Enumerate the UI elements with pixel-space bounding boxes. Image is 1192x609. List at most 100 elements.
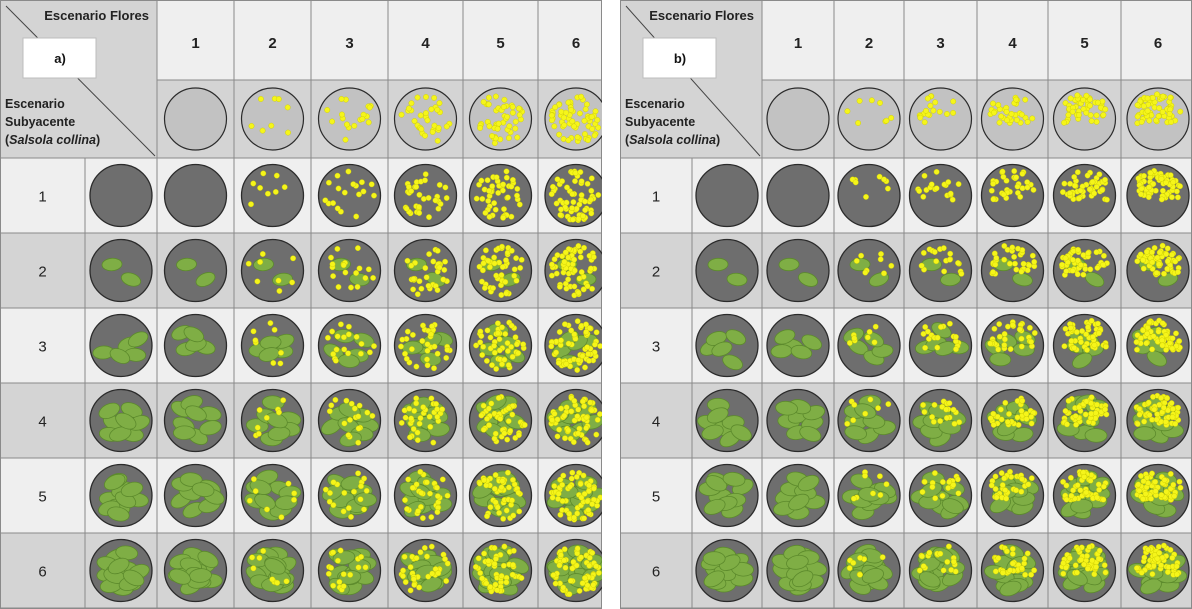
flower-dot — [1096, 171, 1103, 178]
column-label: 4 — [1008, 35, 1017, 52]
flower-dot — [1100, 112, 1107, 118]
flower-dot — [1134, 258, 1141, 265]
flower-dot — [562, 249, 569, 256]
flower-dot — [1018, 343, 1025, 350]
flower-dot — [1170, 406, 1176, 412]
flower-scenario-circle — [908, 87, 973, 151]
flower-dot — [1095, 481, 1102, 488]
flower-dot — [846, 565, 853, 571]
flower-dot — [518, 256, 525, 263]
flower-dot — [555, 359, 562, 366]
flower-dot — [512, 334, 519, 341]
flower-dot — [515, 489, 522, 496]
flower-dot — [505, 135, 512, 141]
scenario-cell-circle — [1052, 463, 1117, 528]
flower-dot — [934, 344, 941, 351]
leaf-shape — [98, 402, 121, 420]
flower-dot — [478, 177, 485, 184]
flower-dot — [929, 484, 936, 490]
flower-dot — [582, 575, 588, 581]
flower-dot — [500, 562, 507, 569]
flower-dot — [1134, 102, 1141, 109]
flower-dot — [257, 184, 263, 191]
flower-dot — [431, 343, 438, 350]
flower-dot — [503, 174, 510, 181]
flower-dot — [562, 321, 568, 328]
flower-dot — [434, 509, 441, 515]
flower-dot — [872, 323, 879, 330]
flower-dot — [931, 249, 938, 255]
flower-dot — [1103, 411, 1110, 418]
flower-dot — [571, 397, 578, 404]
flower-dot — [425, 194, 432, 201]
scenario-cell-circle — [766, 313, 830, 378]
flower-dot — [504, 113, 510, 120]
flower-dot — [501, 430, 508, 437]
flower-dot — [334, 557, 341, 564]
flower-dot — [575, 215, 582, 222]
flower-dot — [518, 575, 525, 581]
scenario-cell-circle — [544, 388, 602, 453]
flower-dot — [1156, 105, 1163, 112]
flower-dot — [285, 129, 291, 136]
flower-dot — [1031, 567, 1037, 574]
flower-dot — [500, 181, 506, 188]
row-label: 6 — [652, 564, 660, 581]
flower-dot — [883, 481, 890, 488]
scenario-cell-circle — [89, 388, 153, 453]
flower-dot — [1149, 346, 1155, 353]
flower-dot — [1067, 324, 1074, 331]
scenario-cell-circle — [1126, 463, 1190, 528]
flower-dot — [933, 258, 940, 265]
flower-dot — [478, 412, 485, 419]
flower-dot — [426, 251, 432, 258]
flower-dot — [428, 543, 435, 550]
flower-dot — [565, 137, 572, 144]
flower-dot — [486, 422, 492, 429]
flower-dot — [1013, 266, 1020, 273]
underlying-scenario-label-line1: Escenario — [625, 97, 685, 111]
flower-dot — [248, 123, 255, 129]
flower-dot — [1142, 490, 1149, 497]
flower-dot — [473, 342, 479, 349]
flower-dot — [1073, 421, 1079, 428]
flower-dot — [1135, 175, 1142, 182]
flower-dot — [553, 270, 560, 277]
flower-dot — [1156, 261, 1162, 268]
flower-dot — [326, 408, 333, 415]
scenario-cell-circle — [240, 538, 305, 603]
flower-dot — [355, 413, 362, 420]
flower-dot — [435, 570, 442, 577]
flower-dot — [442, 258, 448, 265]
flower-dot — [493, 365, 500, 372]
flower-dot — [501, 206, 507, 213]
column-label: 6 — [572, 35, 580, 52]
flower-dot — [428, 106, 435, 113]
flower-dot — [949, 196, 956, 203]
leaf-shape — [989, 352, 1012, 367]
flower-dot — [939, 492, 946, 499]
flower-dot — [354, 283, 361, 290]
flower-dot — [933, 168, 940, 175]
flower-dot — [1165, 569, 1171, 575]
leaf-shape — [792, 570, 814, 588]
flower-dot — [1062, 325, 1069, 332]
flower-dot — [434, 287, 441, 293]
column-header-row — [157, 0, 602, 80]
flower-dot — [423, 274, 430, 281]
flower-dot — [877, 256, 884, 263]
flower-dot — [1146, 117, 1153, 124]
flower-scenario-circle — [317, 87, 382, 151]
flower-dot — [1086, 544, 1093, 550]
flower-dot — [423, 94, 429, 100]
flower-dot — [1154, 254, 1161, 261]
flower-dot — [334, 205, 341, 212]
row-label: 5 — [652, 489, 660, 506]
flower-dot — [1100, 496, 1107, 503]
flower-dot — [1062, 255, 1069, 262]
flower-dot — [568, 408, 575, 415]
flower-dot — [245, 260, 252, 267]
flower-dot — [510, 176, 516, 183]
column-label: 5 — [496, 35, 504, 52]
flower-dot — [988, 187, 995, 194]
